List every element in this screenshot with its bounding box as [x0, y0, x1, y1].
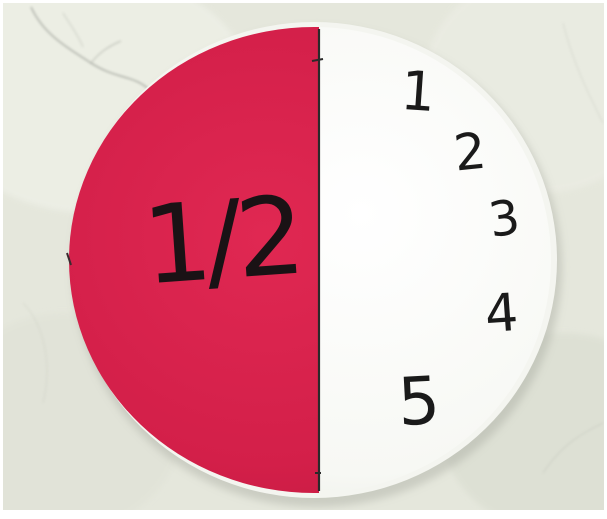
number-2: 2 — [451, 125, 488, 178]
number-1: 1 — [399, 64, 437, 120]
number-3: 3 — [486, 193, 523, 245]
fraction-label: 1/2 — [139, 183, 302, 302]
photo: 1/2 1 2 3 4 5 — [3, 3, 604, 510]
number-5: 5 — [396, 368, 441, 436]
fraction-circle — [3, 3, 604, 510]
number-4: 4 — [483, 287, 520, 341]
